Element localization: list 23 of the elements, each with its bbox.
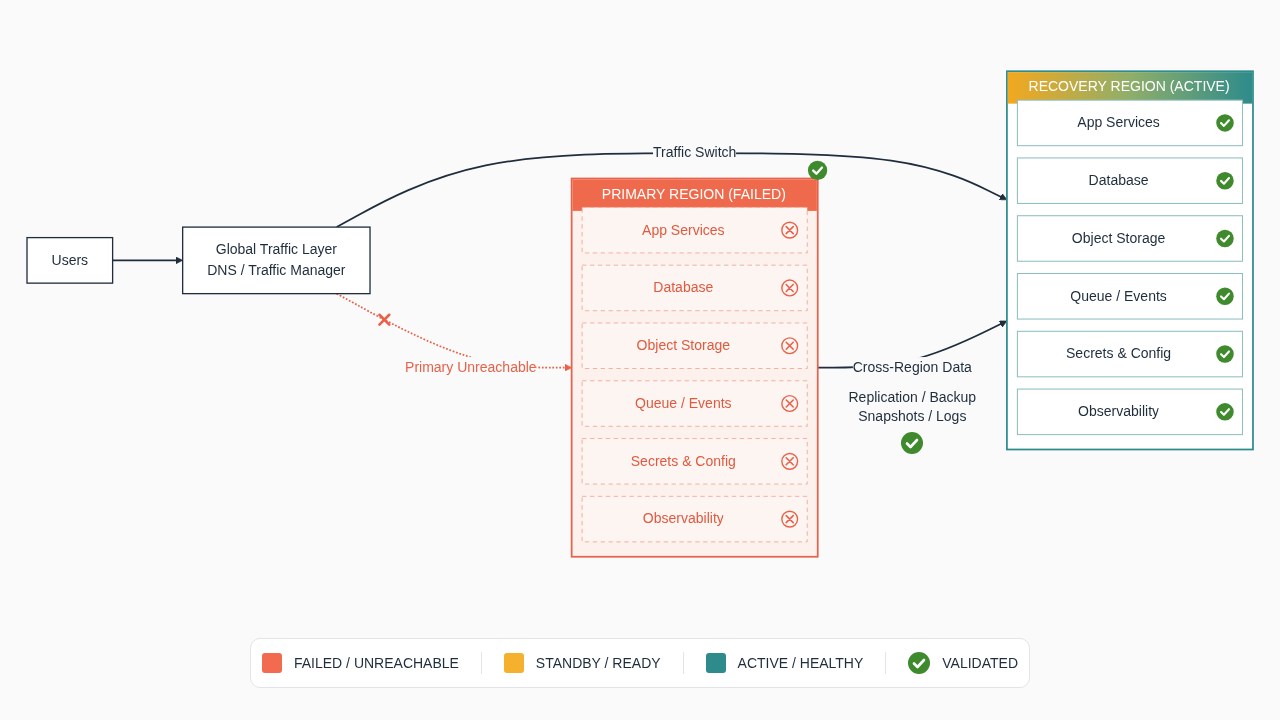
node-box: Object Storage xyxy=(581,322,808,369)
node-box: Queue / Events xyxy=(581,380,808,427)
node-box: Queue / Events xyxy=(1016,273,1243,320)
legend-label: STANDBY / READY xyxy=(535,655,661,671)
note-text: Replication / Backup Snapshots / Logs xyxy=(847,388,978,426)
node-box: Users xyxy=(26,236,114,284)
node-box: Secrets & Config xyxy=(1016,330,1243,378)
node-box: Database xyxy=(581,264,808,312)
edge-label: Traffic Switch xyxy=(653,145,737,161)
arrow xyxy=(335,292,572,372)
node-box: Secrets & Config xyxy=(581,438,808,485)
node-box: Global Traffic Layer DNS / Traffic Manager xyxy=(182,226,371,295)
edge-label: Primary Unreachable xyxy=(405,359,537,375)
edge-label: Cross-Region Data xyxy=(852,359,972,375)
legend-label: VALIDATED xyxy=(942,655,1018,671)
node-box: Object Storage xyxy=(1016,215,1243,262)
node-box: Observability xyxy=(581,495,808,543)
node-box: Database xyxy=(1016,157,1243,204)
node-box: App Services xyxy=(581,206,808,254)
legend-label: ACTIVE / HEALTHY xyxy=(737,655,864,671)
node-box: Observability xyxy=(1016,388,1243,436)
legend-label: FAILED / UNREACHABLE xyxy=(294,655,459,671)
node-box: App Services xyxy=(1016,99,1243,147)
